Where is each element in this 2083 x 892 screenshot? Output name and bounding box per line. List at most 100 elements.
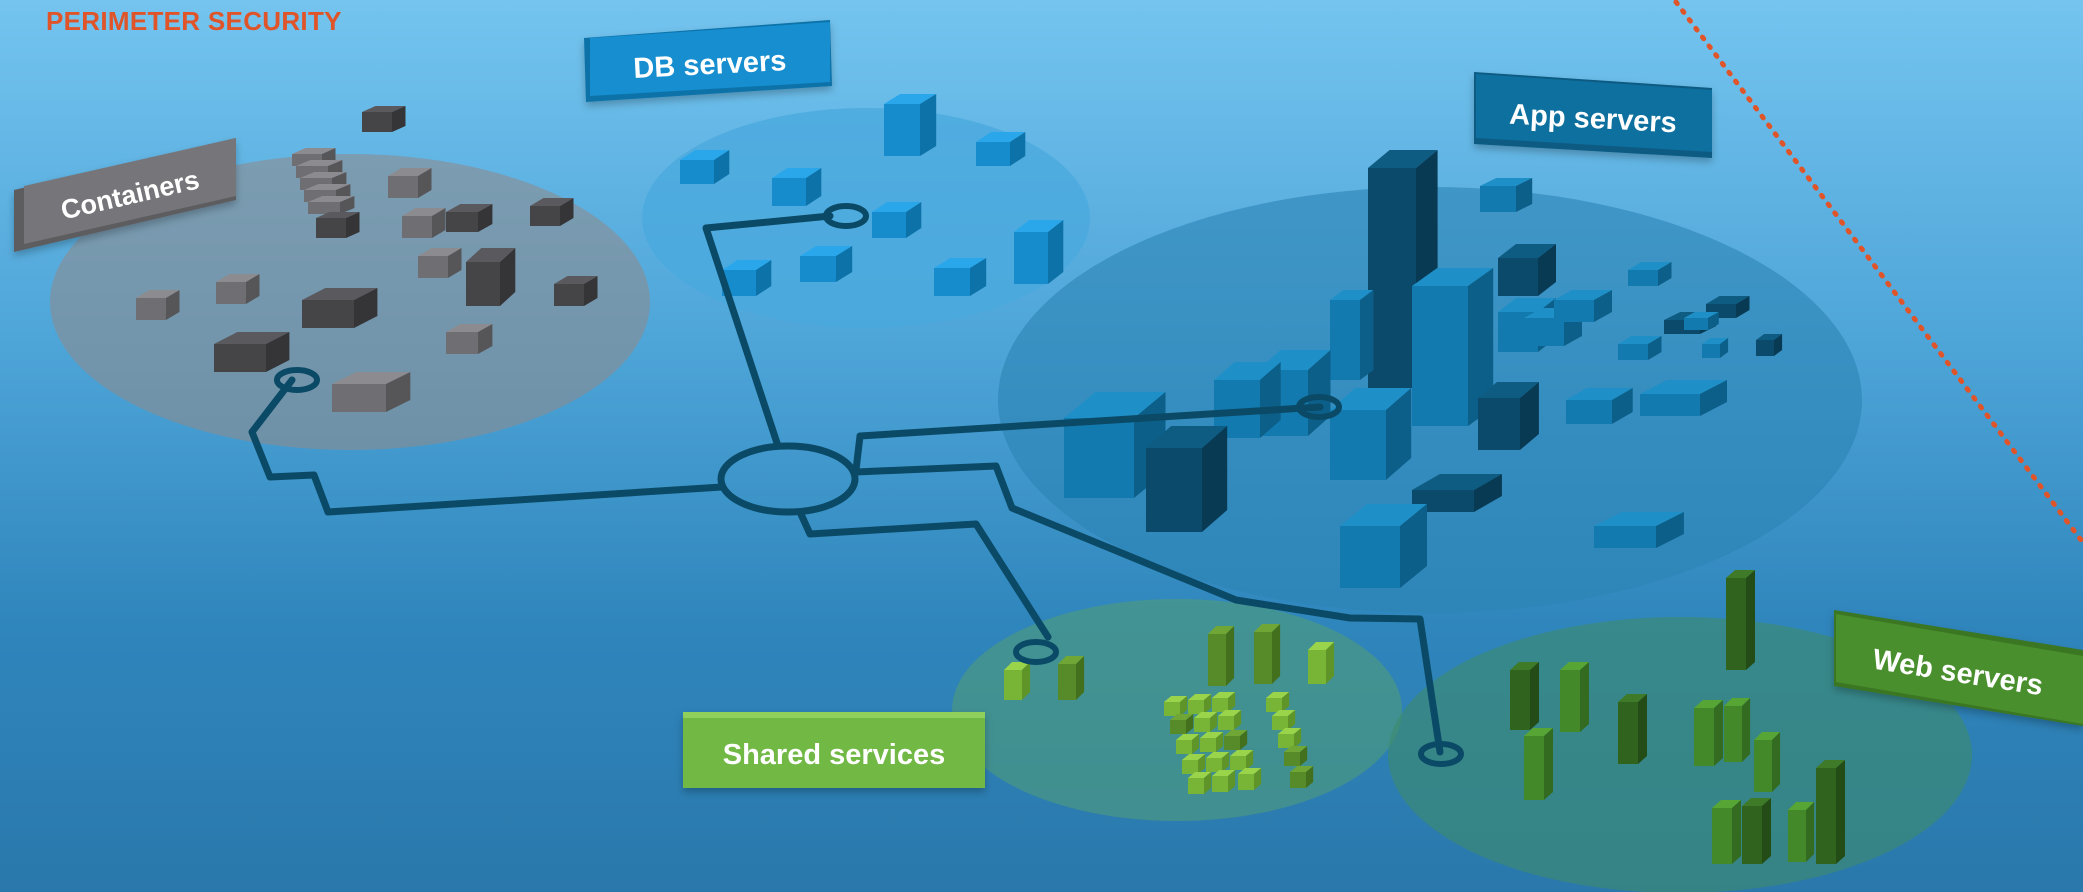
building: [1788, 802, 1815, 862]
building: [1340, 504, 1427, 588]
building: [1640, 380, 1727, 416]
building: [1554, 290, 1612, 322]
building: [446, 204, 493, 232]
building: [1290, 766, 1314, 788]
link-web: [852, 462, 1444, 756]
web-endpoint: [1418, 741, 1464, 767]
app-server-buildings: [1064, 150, 1783, 588]
building: [1694, 700, 1723, 766]
building: [1756, 334, 1783, 356]
building: [1200, 732, 1224, 752]
db-server-buildings: [680, 94, 1064, 296]
building: [1176, 734, 1200, 754]
building: [1684, 312, 1719, 330]
building: [1206, 752, 1230, 772]
shared-services-buildings: [1004, 624, 1335, 794]
containers-endpoint: [274, 367, 320, 393]
building: [1188, 694, 1212, 714]
building: [1330, 290, 1374, 380]
building: [316, 212, 360, 238]
building: [1212, 770, 1236, 792]
network-hub: [717, 442, 859, 516]
building: [1170, 714, 1194, 734]
building: [1524, 728, 1553, 800]
building: [1164, 696, 1188, 716]
building: [1560, 662, 1589, 732]
building: [388, 168, 432, 198]
building: [1218, 710, 1242, 730]
building: [1004, 662, 1031, 700]
shared-services-label-text: Shared services: [723, 739, 945, 771]
building: [1726, 570, 1755, 670]
building: [1742, 798, 1771, 864]
building: [1480, 178, 1533, 212]
building: [1188, 772, 1212, 794]
building: [1194, 712, 1218, 732]
building: [1146, 426, 1228, 532]
building: [1014, 220, 1064, 284]
building: [1816, 760, 1845, 864]
app-endpoint: [1296, 394, 1342, 420]
building: [1330, 388, 1412, 480]
building: [976, 132, 1026, 166]
link-shared: [796, 508, 1052, 641]
building: [872, 202, 922, 238]
containers-label: Containers: [14, 138, 236, 252]
building: [446, 324, 493, 354]
link-containers: [248, 376, 726, 516]
building: [722, 260, 772, 296]
building: [772, 168, 822, 206]
shared-endpoint: [1013, 639, 1059, 665]
building: [1224, 730, 1248, 750]
building: [1278, 728, 1302, 748]
building: [1628, 262, 1672, 286]
building: [418, 248, 462, 278]
building: [1566, 388, 1633, 424]
building: [466, 248, 516, 306]
building: [1182, 754, 1206, 774]
app-servers-label: App servers: [1474, 72, 1712, 158]
building: [1058, 656, 1085, 700]
building: [332, 372, 411, 412]
building: [1272, 710, 1296, 730]
web-server-buildings: [1510, 570, 1845, 864]
building: [934, 258, 987, 296]
building: [800, 246, 853, 282]
building: [402, 208, 446, 238]
building: [1754, 732, 1781, 792]
building: [1510, 662, 1539, 730]
building: [302, 288, 378, 328]
building: [1498, 244, 1556, 296]
building: [1212, 692, 1236, 712]
building: [362, 106, 406, 132]
building: [214, 332, 290, 372]
building: [1618, 694, 1647, 764]
building: [1618, 336, 1662, 360]
db-endpoint: [823, 203, 869, 229]
building: [1412, 268, 1494, 426]
perimeter-boundary: [1673, 0, 2083, 543]
building: [1712, 800, 1741, 864]
building: [216, 274, 260, 304]
building: [1208, 626, 1235, 686]
shared-services-label: Shared services: [683, 712, 985, 788]
containers-buildings: [136, 106, 598, 412]
building: [680, 150, 730, 184]
db-servers-label: DB servers: [584, 20, 832, 102]
building: [1284, 746, 1308, 766]
link-app: [852, 403, 1324, 474]
building: [1478, 382, 1539, 450]
building: [884, 94, 937, 156]
building: [1724, 698, 1751, 762]
building: [554, 276, 598, 306]
link-db: [702, 212, 834, 450]
network-connections: [248, 212, 1444, 756]
building: [1594, 512, 1684, 548]
building: [1308, 642, 1335, 684]
web-servers-label: Web servers: [1834, 610, 2083, 726]
building: [1702, 338, 1729, 358]
building: [1238, 768, 1262, 790]
page-title: PERIMETER SECURITY: [46, 6, 342, 36]
building: [308, 196, 355, 214]
